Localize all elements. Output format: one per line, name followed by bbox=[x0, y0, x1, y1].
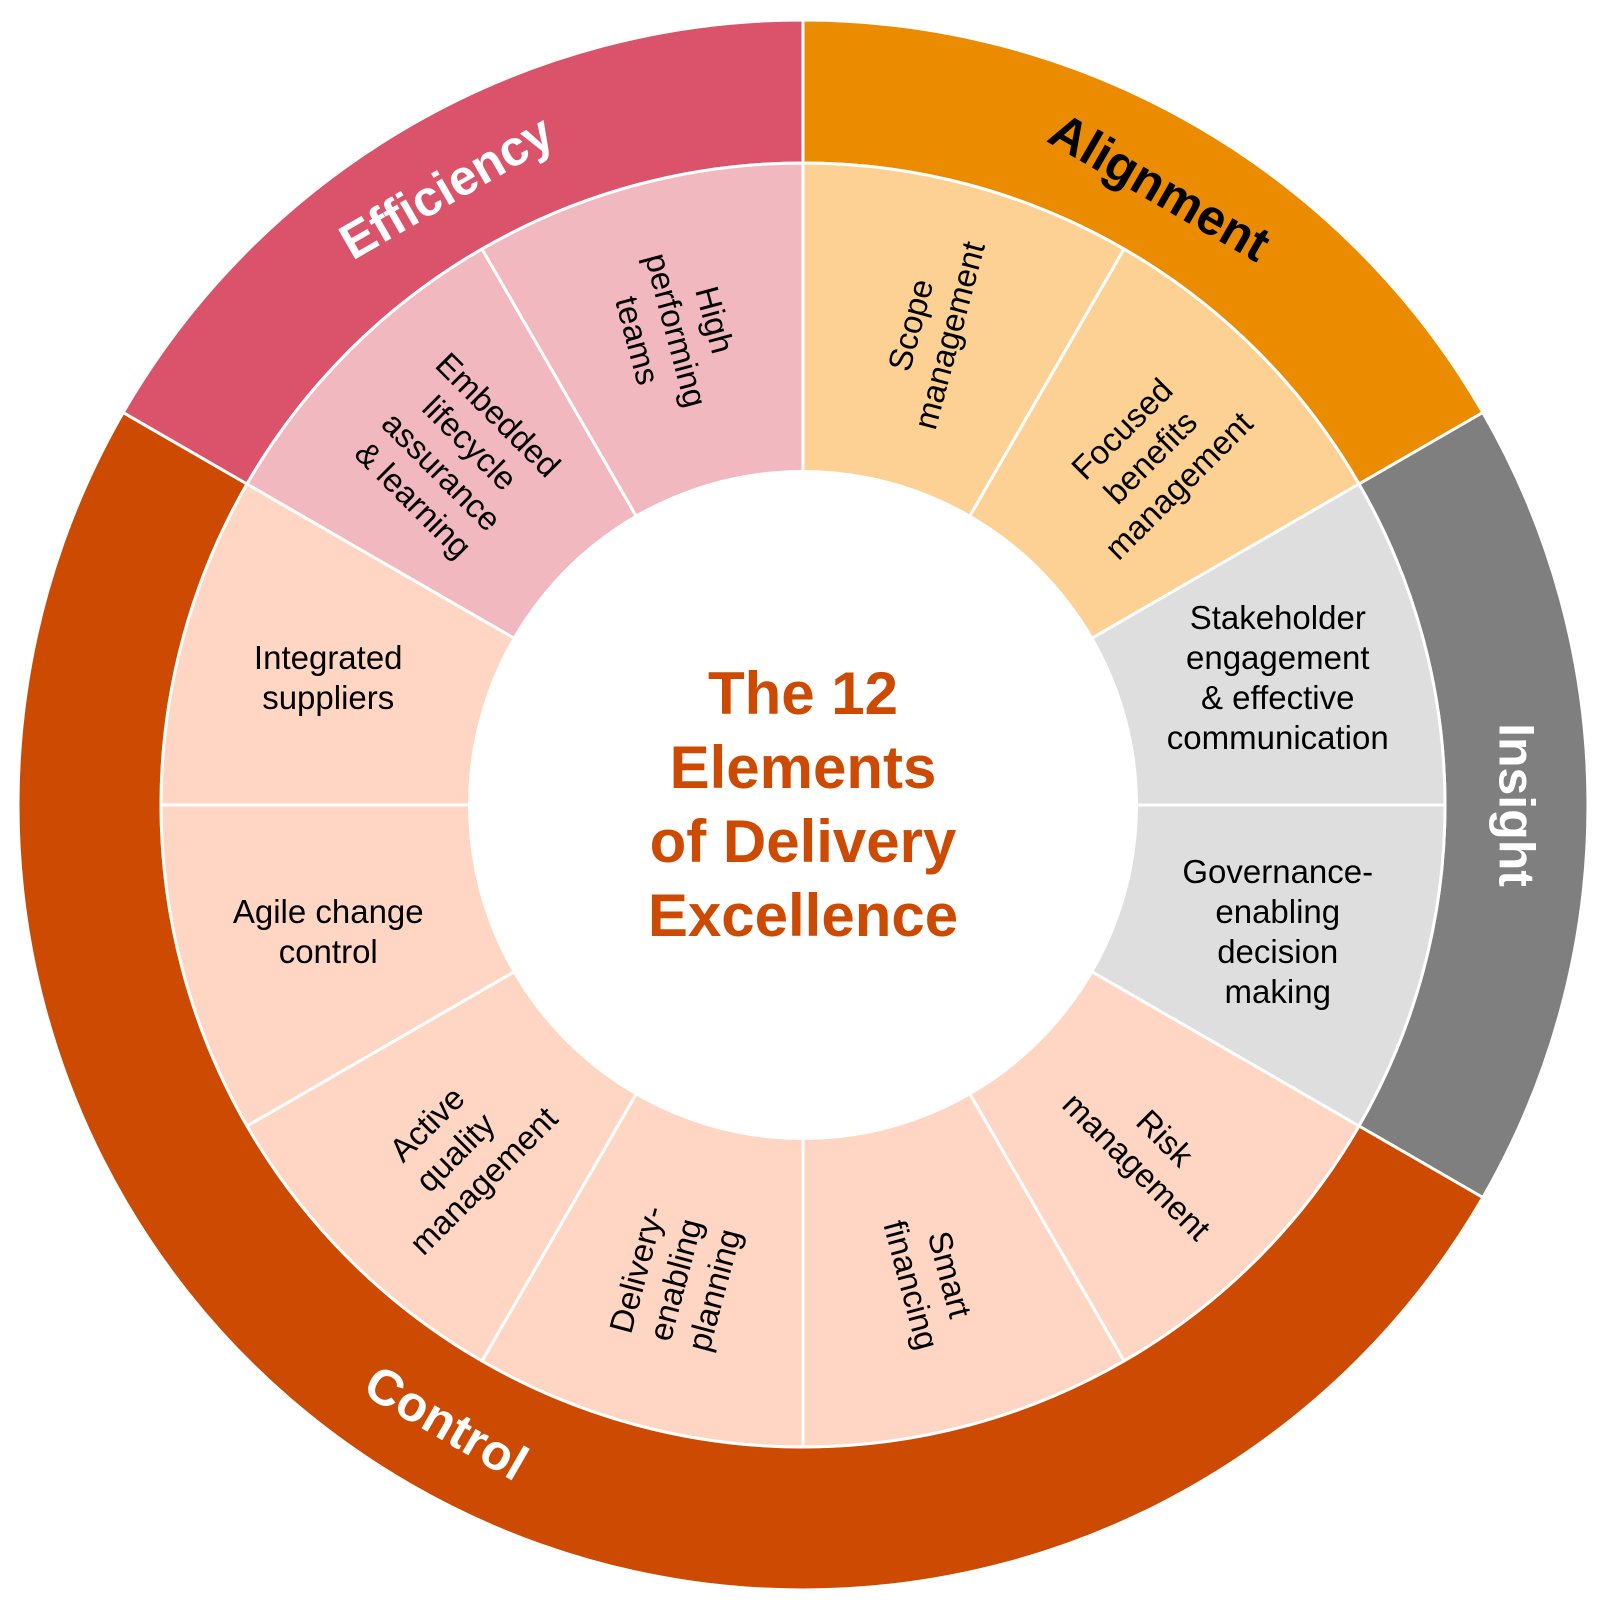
center-title-line: Elements bbox=[670, 734, 937, 801]
element-label-line: communication bbox=[1167, 719, 1389, 756]
element-label: Embeddedlifecycleassurance& learning bbox=[344, 345, 568, 569]
category-label-insight: Insight bbox=[1489, 723, 1545, 887]
center-title-line: Excellence bbox=[648, 882, 958, 949]
category-ring bbox=[16, 18, 1590, 1592]
element-label-line: decision bbox=[1217, 933, 1338, 970]
element-label-line: control bbox=[279, 933, 378, 970]
element-label-line: enabling bbox=[1215, 893, 1340, 930]
element-label-line: making bbox=[1225, 973, 1331, 1010]
element-label-line: & effective bbox=[1201, 679, 1354, 716]
element-label-line: Stakeholder bbox=[1190, 599, 1366, 636]
element-label: Smartfinancing bbox=[876, 1206, 985, 1354]
center-circle bbox=[468, 470, 1138, 1140]
element-label: Delivery-enablingplanning bbox=[602, 1202, 749, 1358]
element-label-line: engagement bbox=[1186, 639, 1369, 676]
element-label-line: suppliers bbox=[262, 679, 394, 716]
element-label-line: Integrated bbox=[254, 639, 403, 676]
element-label-line: Governance- bbox=[1182, 853, 1373, 890]
element-label-line: Agile change bbox=[233, 893, 424, 930]
center-title-line: of Delivery bbox=[650, 808, 957, 875]
center-title-line: The 12 bbox=[708, 660, 898, 727]
element-label: Activequalitymanagement bbox=[346, 1043, 565, 1262]
